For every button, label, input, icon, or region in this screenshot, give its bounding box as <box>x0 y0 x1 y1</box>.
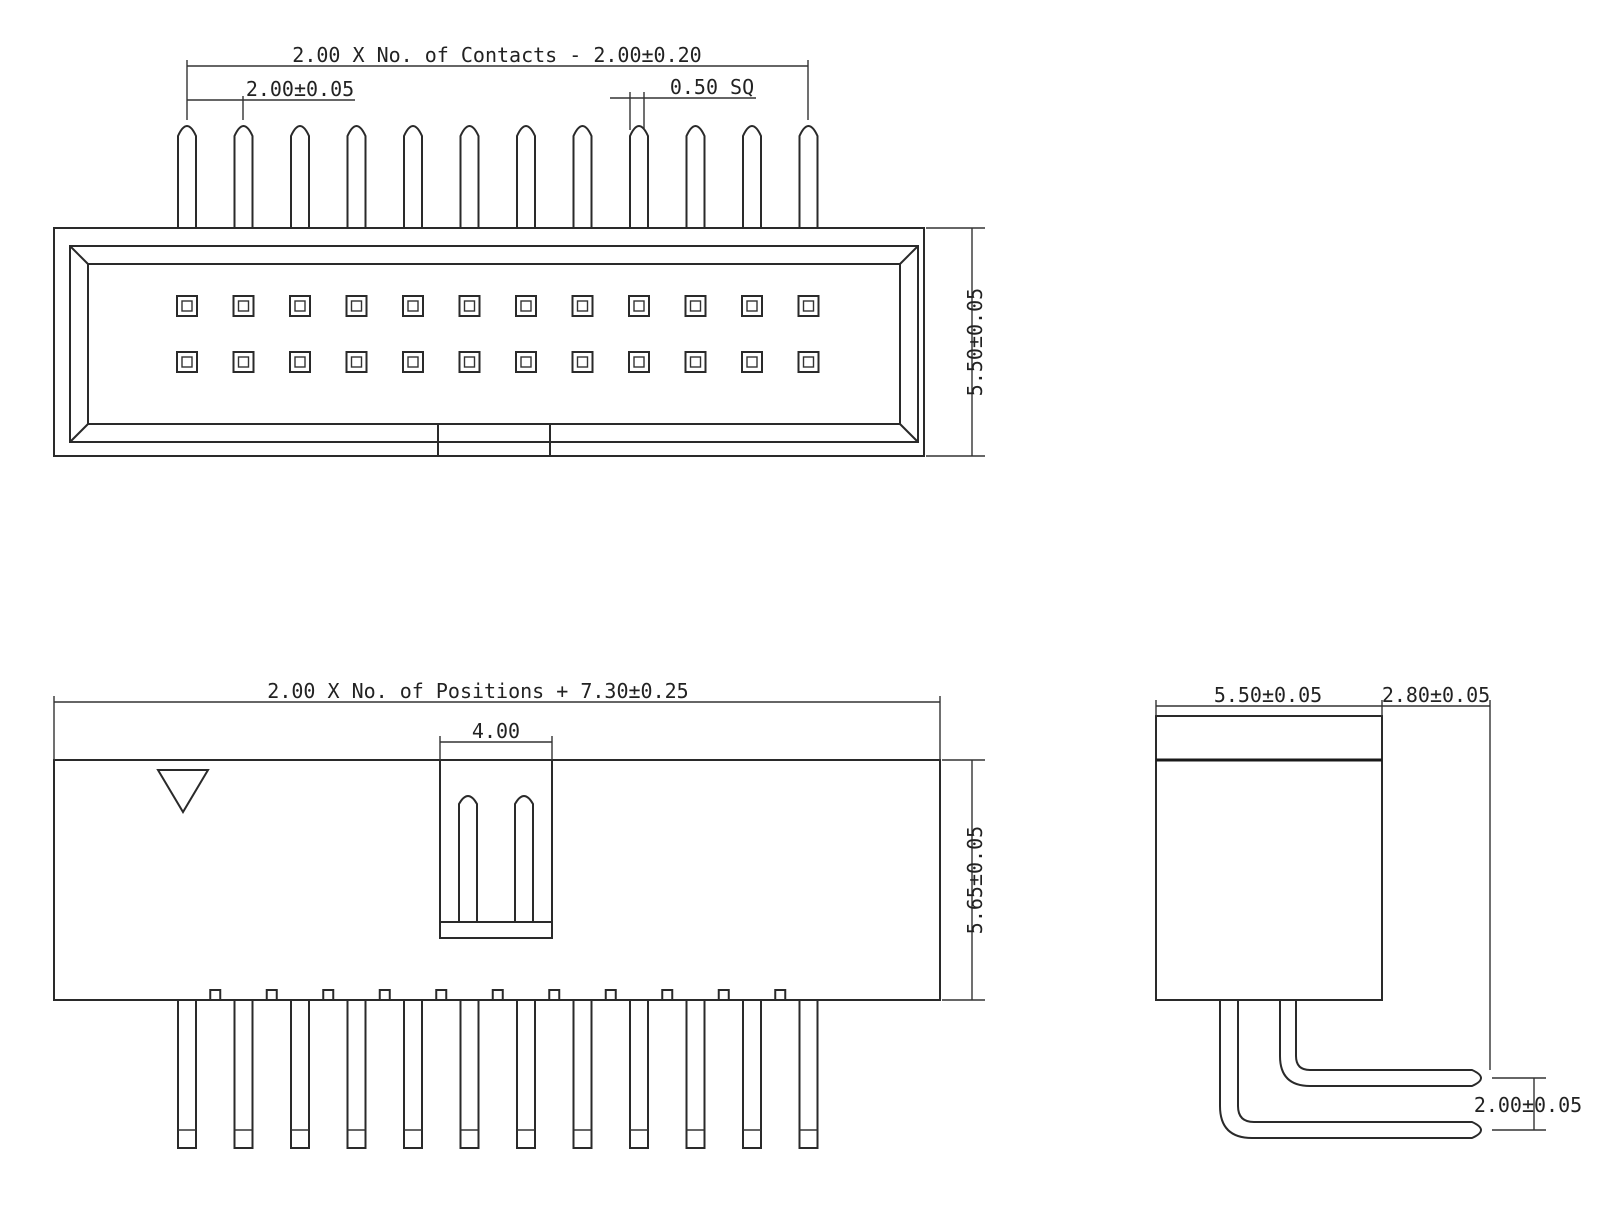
contact-row-1-contact <box>684 295 707 317</box>
contact-row-1-contact <box>458 295 481 317</box>
front-pin <box>798 999 819 1149</box>
pin-one-marker-icon <box>156 769 210 814</box>
top-pin <box>177 125 197 228</box>
top-pin <box>403 125 423 228</box>
front-notch <box>209 989 222 1001</box>
top-pin <box>346 125 367 228</box>
top-pin <box>290 125 310 228</box>
dimension-pin-square: 0.50 SQ <box>610 75 756 130</box>
front-notch <box>322 989 335 1001</box>
front-pin <box>685 999 706 1149</box>
contact-row-2-contact <box>741 351 763 373</box>
dim-label-pitch-top: 2.00±0.05 <box>246 77 354 101</box>
front-pin <box>742 999 762 1149</box>
front-pin <box>572 999 593 1149</box>
contact-row-1-contact <box>628 295 650 317</box>
front-pin <box>290 999 310 1149</box>
dim-label-overall-contacts: 2.00 X No. of Contacts - 2.00±0.20 <box>292 43 701 67</box>
dimension-overall-positions: 2.00 X No. of Positions + 7.30±0.25 <box>53 679 941 760</box>
contact-row-2-contact <box>289 351 311 373</box>
dim-label-overall-positions: 2.00 X No. of Positions + 7.30±0.25 <box>267 679 688 703</box>
front-notch <box>378 989 391 1001</box>
top-pin <box>685 125 706 228</box>
top-pin <box>798 125 819 228</box>
dim-label-pin-square: 0.50 SQ <box>670 75 754 99</box>
side-housing-outline <box>1155 715 1383 1001</box>
front-pin <box>403 999 423 1149</box>
top-pin-row <box>177 125 819 228</box>
dim-label-side-pitch: 2.00±0.05 <box>1474 1093 1582 1117</box>
top-pin <box>629 125 649 228</box>
front-pin <box>629 999 649 1149</box>
dimension-side-offset: 2.80±0.05 <box>1382 683 1491 1070</box>
front-notch <box>661 989 674 1001</box>
top-view: 2.00 X No. of Contacts - 2.00±0.20 2.00±… <box>53 43 987 457</box>
dim-label-side-width: 5.50±0.05 <box>1214 683 1322 707</box>
dimension-overall-contacts: 2.00 X No. of Contacts - 2.00±0.20 <box>186 43 809 120</box>
front-pin <box>177 999 197 1149</box>
key-window <box>439 759 553 939</box>
dimension-height-front: 5.65±0.05 <box>942 759 987 1001</box>
top-pin <box>516 125 536 228</box>
contact-row-1-contact <box>571 295 594 317</box>
contact-row-1-contact <box>289 295 311 317</box>
front-notch <box>717 989 730 1001</box>
contact-row-2-contact <box>628 351 650 373</box>
contact-row-2-contact <box>571 351 594 373</box>
front-pin <box>233 999 254 1149</box>
contact-row-1-contact <box>797 295 820 317</box>
side-view: 5.50±0.05 2.80±0.05 2.00±0.05 <box>1155 683 1582 1139</box>
front-notch <box>774 989 787 1001</box>
contact-row-1-contact <box>232 295 255 317</box>
contact-row-1-contact <box>402 295 424 317</box>
contact-row-2-contact <box>176 351 198 373</box>
polarization-key-slot <box>437 423 551 457</box>
top-housing-inner <box>69 245 919 443</box>
contact-row-1-contact <box>176 295 198 317</box>
contact-row-2-contact <box>458 351 481 373</box>
front-housing-outline <box>53 759 941 1001</box>
top-housing-cavity <box>87 263 901 425</box>
contact-row-2-contact <box>515 351 537 373</box>
front-notch <box>265 989 278 1001</box>
dimension-side-pitch: 2.00±0.05 <box>1474 1077 1582 1131</box>
top-pin <box>233 125 254 228</box>
top-pin <box>572 125 593 228</box>
dim-label-key-slot: 4.00 <box>472 719 520 743</box>
dim-label-height-top: 5.50±0.05 <box>963 288 987 396</box>
front-pin <box>459 999 480 1149</box>
side-bent-pin-upper <box>1279 1000 1482 1087</box>
contact-grid <box>176 295 820 373</box>
contact-row-2-contact <box>402 351 424 373</box>
dimension-pitch-top: 2.00±0.05 <box>187 77 355 120</box>
front-notch <box>435 989 448 1001</box>
front-view: 2.00 X No. of Positions + 7.30±0.25 4.00… <box>53 679 987 1149</box>
contact-row-1-contact <box>741 295 763 317</box>
front-pin <box>516 999 536 1149</box>
front-pin-row <box>177 989 819 1149</box>
front-notch <box>604 989 617 1001</box>
front-notch <box>491 989 504 1001</box>
contact-row-1-contact <box>345 295 368 317</box>
side-bent-pin-lower <box>1219 1000 1482 1139</box>
front-pin <box>346 999 367 1149</box>
top-pin <box>459 125 480 228</box>
contact-row-2-contact <box>684 351 707 373</box>
contact-row-2-contact <box>797 351 820 373</box>
dimension-key-slot: 4.00 <box>439 719 553 760</box>
dim-label-height-front: 5.65±0.05 <box>963 826 987 934</box>
contact-row-2-contact <box>345 351 368 373</box>
top-pin <box>742 125 762 228</box>
front-notch <box>548 989 561 1001</box>
dimension-side-width: 5.50±0.05 <box>1155 683 1383 716</box>
top-housing-outline <box>53 227 925 457</box>
dim-label-side-offset: 2.80±0.05 <box>1382 683 1490 707</box>
contact-row-2-contact <box>232 351 255 373</box>
dimension-height-top: 5.50±0.05 <box>926 227 987 457</box>
contact-row-1-contact <box>515 295 537 317</box>
